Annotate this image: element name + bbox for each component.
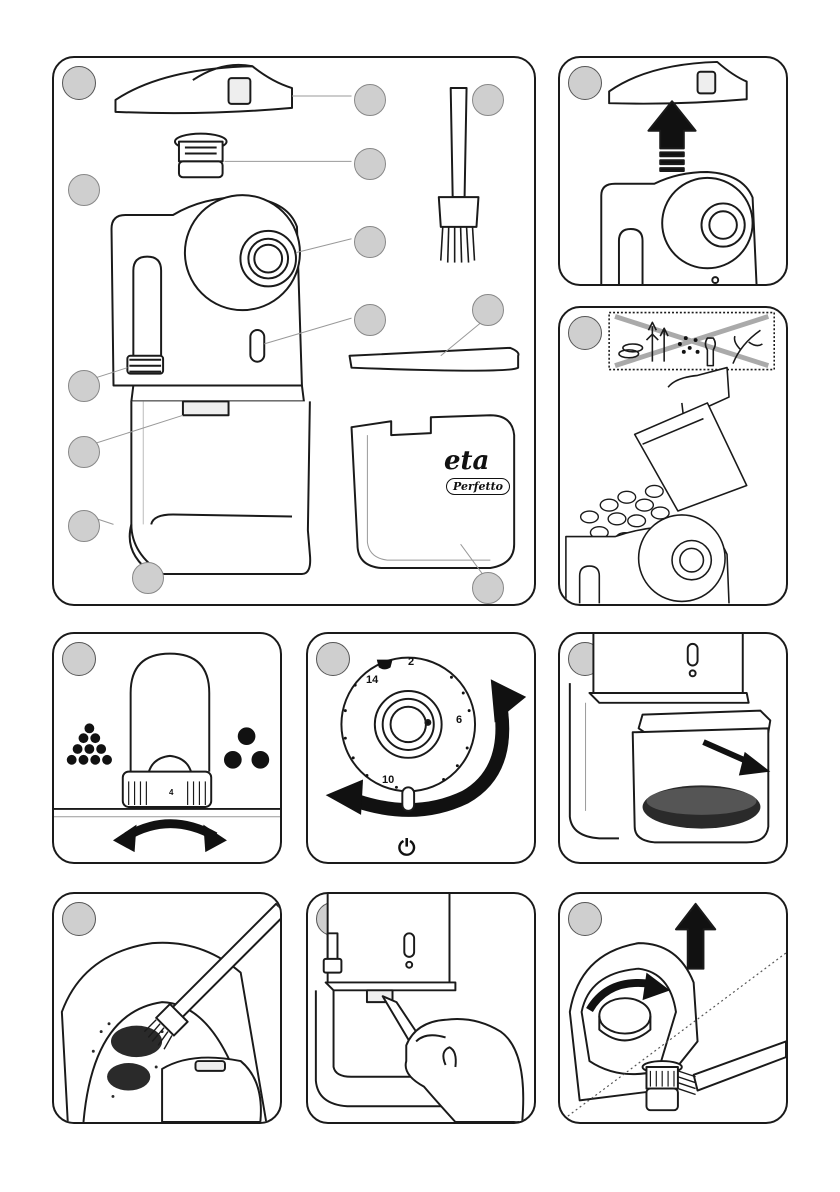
coarse-grind-icon bbox=[224, 727, 269, 768]
container-lid bbox=[350, 348, 519, 371]
model-label: Perfetto bbox=[446, 478, 510, 495]
panel-fill-beans bbox=[558, 306, 788, 606]
panel-parts-overview: eta Perfetto bbox=[52, 56, 536, 606]
fill-beans-drawing bbox=[560, 308, 786, 604]
timer-dial-drawing bbox=[308, 634, 534, 862]
panel-remove-lid bbox=[558, 56, 788, 286]
up-arrow-icon bbox=[676, 904, 715, 969]
brand-logo: eta bbox=[444, 446, 489, 476]
callout-11 bbox=[68, 510, 100, 542]
remove-lid-drawing bbox=[560, 58, 786, 284]
callout-6 bbox=[472, 294, 504, 326]
callout-3 bbox=[354, 226, 386, 258]
panel-timer-dial: 2 6 10 14 ⏻ bbox=[306, 632, 536, 864]
cleaning-brush bbox=[694, 1041, 786, 1090]
callout-2 bbox=[354, 148, 386, 180]
brush-chamber-drawing bbox=[54, 894, 280, 1122]
up-arrow-icon bbox=[648, 101, 695, 148]
callout-5 bbox=[472, 84, 504, 116]
callout-1 bbox=[354, 84, 386, 116]
grind-setting-label: 4 bbox=[169, 788, 173, 797]
parts-overview-drawing bbox=[54, 58, 534, 604]
fine-grind-icon bbox=[67, 723, 112, 764]
callout-7 bbox=[472, 572, 504, 604]
dial-mark-14: 14 bbox=[366, 674, 378, 686]
panel-grind-setting: 4 bbox=[52, 632, 282, 864]
remove-container-drawing bbox=[560, 634, 786, 862]
hopper-lid bbox=[609, 62, 747, 104]
grind-setting-drawing bbox=[54, 634, 280, 862]
rotate-arrows-icon bbox=[127, 824, 215, 837]
callout-10 bbox=[68, 436, 100, 468]
remove-burr-drawing bbox=[560, 894, 786, 1122]
callout-8 bbox=[68, 174, 100, 206]
dial-mark-10: 10 bbox=[382, 774, 394, 786]
dial-mark-2: 2 bbox=[408, 656, 414, 668]
callout-4 bbox=[354, 304, 386, 336]
panel-brush-chamber bbox=[52, 892, 282, 1124]
cleaning-brush bbox=[451, 88, 467, 197]
brush-chute-drawing bbox=[308, 894, 534, 1122]
power-icon: ⏻ bbox=[398, 836, 415, 861]
panel-remove-container bbox=[558, 632, 788, 864]
panel-remove-burr bbox=[558, 892, 788, 1124]
callout-9 bbox=[68, 370, 100, 402]
callout-12 bbox=[132, 562, 164, 594]
panel-brush-chute bbox=[306, 892, 536, 1124]
dial-mark-6: 6 bbox=[456, 714, 462, 726]
